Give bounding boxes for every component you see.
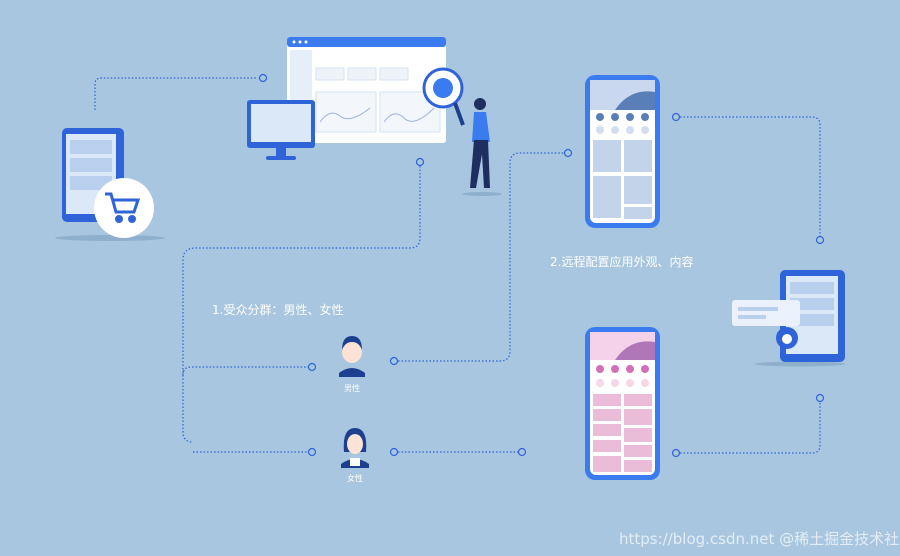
monitor	[247, 100, 315, 160]
female-label: 女性	[347, 473, 363, 483]
phone-female-variant	[585, 327, 660, 480]
female-avatar	[341, 428, 369, 468]
shopping-tablet	[55, 128, 165, 241]
male-avatar	[339, 336, 365, 377]
step1-label: 1.受众分群：男性、女性	[212, 302, 343, 317]
connectors	[94, 73, 825, 458]
male-label: 男性	[344, 383, 360, 393]
woman-figure	[462, 98, 502, 196]
magnifier-icon	[422, 67, 465, 126]
phone-male-variant	[585, 75, 660, 228]
cart-icon	[105, 192, 141, 223]
step2-label: 2.远程配置应用外观、内容	[550, 254, 693, 269]
watermark: https://blog.csdn.net @稀土掘金技术社区	[619, 530, 900, 548]
payment-tablet	[732, 270, 845, 367]
